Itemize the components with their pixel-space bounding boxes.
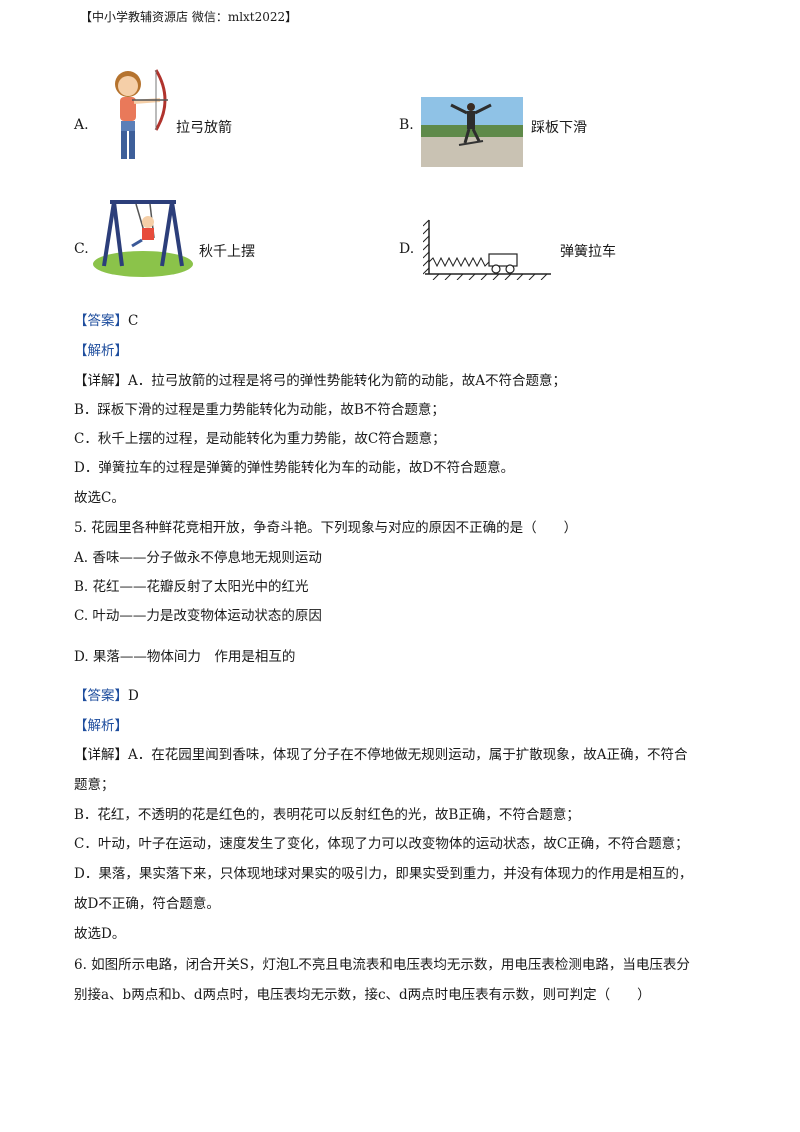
option-d-letter: D. bbox=[399, 241, 415, 257]
answer-tag: 【答案】 bbox=[74, 313, 128, 329]
q5-conclusion: 故选D。 bbox=[74, 926, 126, 942]
answer-tag: 【答案】 bbox=[74, 688, 128, 704]
option-a-caption: 拉弓放箭 bbox=[176, 120, 232, 136]
spring-cart-diagram bbox=[422, 218, 553, 281]
q5-detail-line: 题意； bbox=[74, 777, 115, 793]
q5-option: C. 叶动——力是改变物体运动状态的原因 bbox=[74, 608, 322, 624]
q5-detail-line: 故D不正确，符合题意。 bbox=[74, 896, 220, 912]
q4-detail-line: C．秋千上摆的过程，是动能转化为重力势能，故C符合题意； bbox=[74, 431, 446, 447]
archer-girl-illustration bbox=[96, 64, 176, 164]
q5-option: D. 果落——物体间力 作用是相互的 bbox=[74, 649, 296, 665]
option-c-letter: C. bbox=[74, 241, 89, 257]
option-a-letter: A. bbox=[74, 117, 89, 133]
skateboard-jump-photo bbox=[421, 97, 523, 167]
q6-stem: 别接a、b两点和b、d两点时，电压表均无示数，接c、d两点时电压表有示数，则可判… bbox=[74, 987, 651, 1003]
swing-illustration bbox=[92, 196, 194, 280]
q4-detail-line: B．踩板下滑的过程是重力势能转化为动能，故B不符合题意； bbox=[74, 402, 445, 418]
q5-detail-line: B．花红，不透明的花是红色的，表明花可以反射红色的光，故B正确，不符合题意； bbox=[74, 807, 580, 823]
q5-answer-line: 【答案】D bbox=[74, 686, 139, 706]
q4-analysis-tag: 【解析】 bbox=[74, 343, 128, 359]
option-d-caption: 弹簧拉车 bbox=[560, 244, 616, 260]
q4-conclusion: 故选C。 bbox=[74, 490, 125, 506]
q4-detail-line: 【详解】A．拉弓放箭的过程是将弓的弹性势能转化为箭的动能，故A不符合题意； bbox=[74, 373, 566, 389]
page-header: 【中小学教辅资源店 微信：mlxt2022】 bbox=[80, 10, 298, 24]
q5-option: B. 花红——花瓣反射了太阳光中的红光 bbox=[74, 579, 309, 595]
option-b-caption: 踩板下滑 bbox=[531, 120, 587, 136]
q5-analysis-tag: 【解析】 bbox=[74, 718, 128, 734]
q5-option: A. 香味——分子做永不停息地无规则运动 bbox=[74, 550, 322, 566]
q5-detail-line: D．果落，果实落下来，只体现地球对果实的吸引力，即果实受到重力，并没有体现力的作… bbox=[74, 866, 693, 882]
q5-detail-line: C．叶动，叶子在运动，速度发生了变化，体现了力可以改变物体的运动状态，故C正确，… bbox=[74, 836, 689, 852]
answer-value: D bbox=[128, 688, 139, 704]
q5-stem: 5. 花园里各种鲜花竞相开放，争奇斗艳。下列现象与对应的原因不正确的是（ ） bbox=[74, 520, 578, 536]
answer-value: C bbox=[128, 313, 139, 329]
option-c-caption: 秋千上摆 bbox=[199, 244, 255, 260]
q5-detail-line: 【详解】A．在花园里闻到香味，体现了分子在不停地做无规则运动，属于扩散现象，故A… bbox=[74, 747, 688, 763]
q6-stem: 6. 如图所示电路，闭合开关S，灯泡L不亮且电流表和电压表均无示数，用电压表检测… bbox=[74, 957, 690, 973]
q4-answer-line: 【答案】C bbox=[74, 311, 138, 331]
q4-detail-line: D．弹簧拉车的过程是弹簧的弹性势能转化为车的动能，故D不符合题意。 bbox=[74, 460, 515, 476]
option-b-letter: B. bbox=[399, 117, 414, 133]
